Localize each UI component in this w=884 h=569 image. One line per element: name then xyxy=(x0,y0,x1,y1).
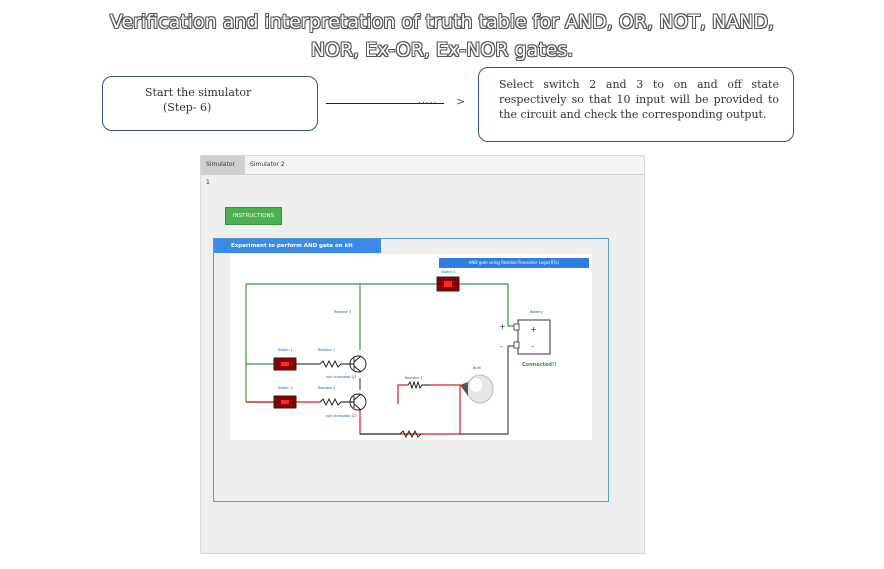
arrow-line xyxy=(326,103,444,104)
instructions-button[interactable]: INSTRUCTIONS xyxy=(225,207,282,225)
instruction-text: Select switch 2 and 3 to on and off stat… xyxy=(499,78,779,121)
resistor2-label: Resistor 2 xyxy=(318,386,336,390)
page-title: Verification and interpretation of truth… xyxy=(0,8,884,64)
step-number: (Step- 6) xyxy=(163,101,212,114)
arrow-head-icon: > xyxy=(456,95,466,108)
svg-text:-: - xyxy=(531,342,534,351)
experiment-panel: Experiment to perform AND gate on kit xyxy=(213,238,609,502)
arrow-dots: ..... xyxy=(418,96,438,106)
resistor4-label: Resistor 4 xyxy=(405,376,423,380)
circuit-canvas: + - AND gate using Resistor-Transistor L… xyxy=(230,254,592,440)
circuit-title: AND gate using Resistor-Transistor Logic… xyxy=(439,258,589,268)
npn-q2-label: npn transistor Q2 xyxy=(326,414,357,418)
switch1-label: Switch 1 xyxy=(278,348,293,352)
instruction-box: Select switch 2 and 3 to on and off stat… xyxy=(478,67,794,142)
simulator-tabs: Simulator 1 Simulator 2 xyxy=(201,156,644,186)
battery-icon xyxy=(517,319,551,355)
switch2-label: Switch 2 xyxy=(278,386,293,390)
step-box: Start the simulator (Step- 6) xyxy=(102,76,318,131)
resistor1-label: Resistor 1 xyxy=(318,348,336,352)
tab-simulator-2[interactable]: Simulator 2 xyxy=(250,161,285,168)
step-label: Start the simulator xyxy=(145,86,252,99)
minus-sign: - xyxy=(500,342,503,351)
step-text: Start the simulator (Step- 6) xyxy=(145,85,251,115)
page-title-line2: NOR, Ex-OR, Ex-NOR gates. xyxy=(310,39,574,61)
plus-sign: + xyxy=(499,322,506,331)
bulb-label: Bulb xyxy=(473,366,481,370)
simulator-window: Simulator 1 Simulator 2 INSTRUCTIONS Exp… xyxy=(200,155,645,554)
npn-q1-label: npn transistor Q1 xyxy=(326,375,357,379)
connection-status: Connected!! xyxy=(522,362,557,368)
switch-top-label: Switch 1 xyxy=(441,270,456,274)
tab-simulator-1[interactable]: Simulator 1 xyxy=(201,156,245,186)
resistor3-label: Resistor 3 xyxy=(334,310,352,314)
page-title-line1: Verification and interpretation of truth… xyxy=(109,11,775,33)
battery-label: Battery xyxy=(530,310,543,314)
svg-text:+: + xyxy=(530,325,537,334)
experiment-title: Experiment to perform AND gate on kit xyxy=(214,239,381,253)
circuit-diagram: + - xyxy=(245,276,551,439)
